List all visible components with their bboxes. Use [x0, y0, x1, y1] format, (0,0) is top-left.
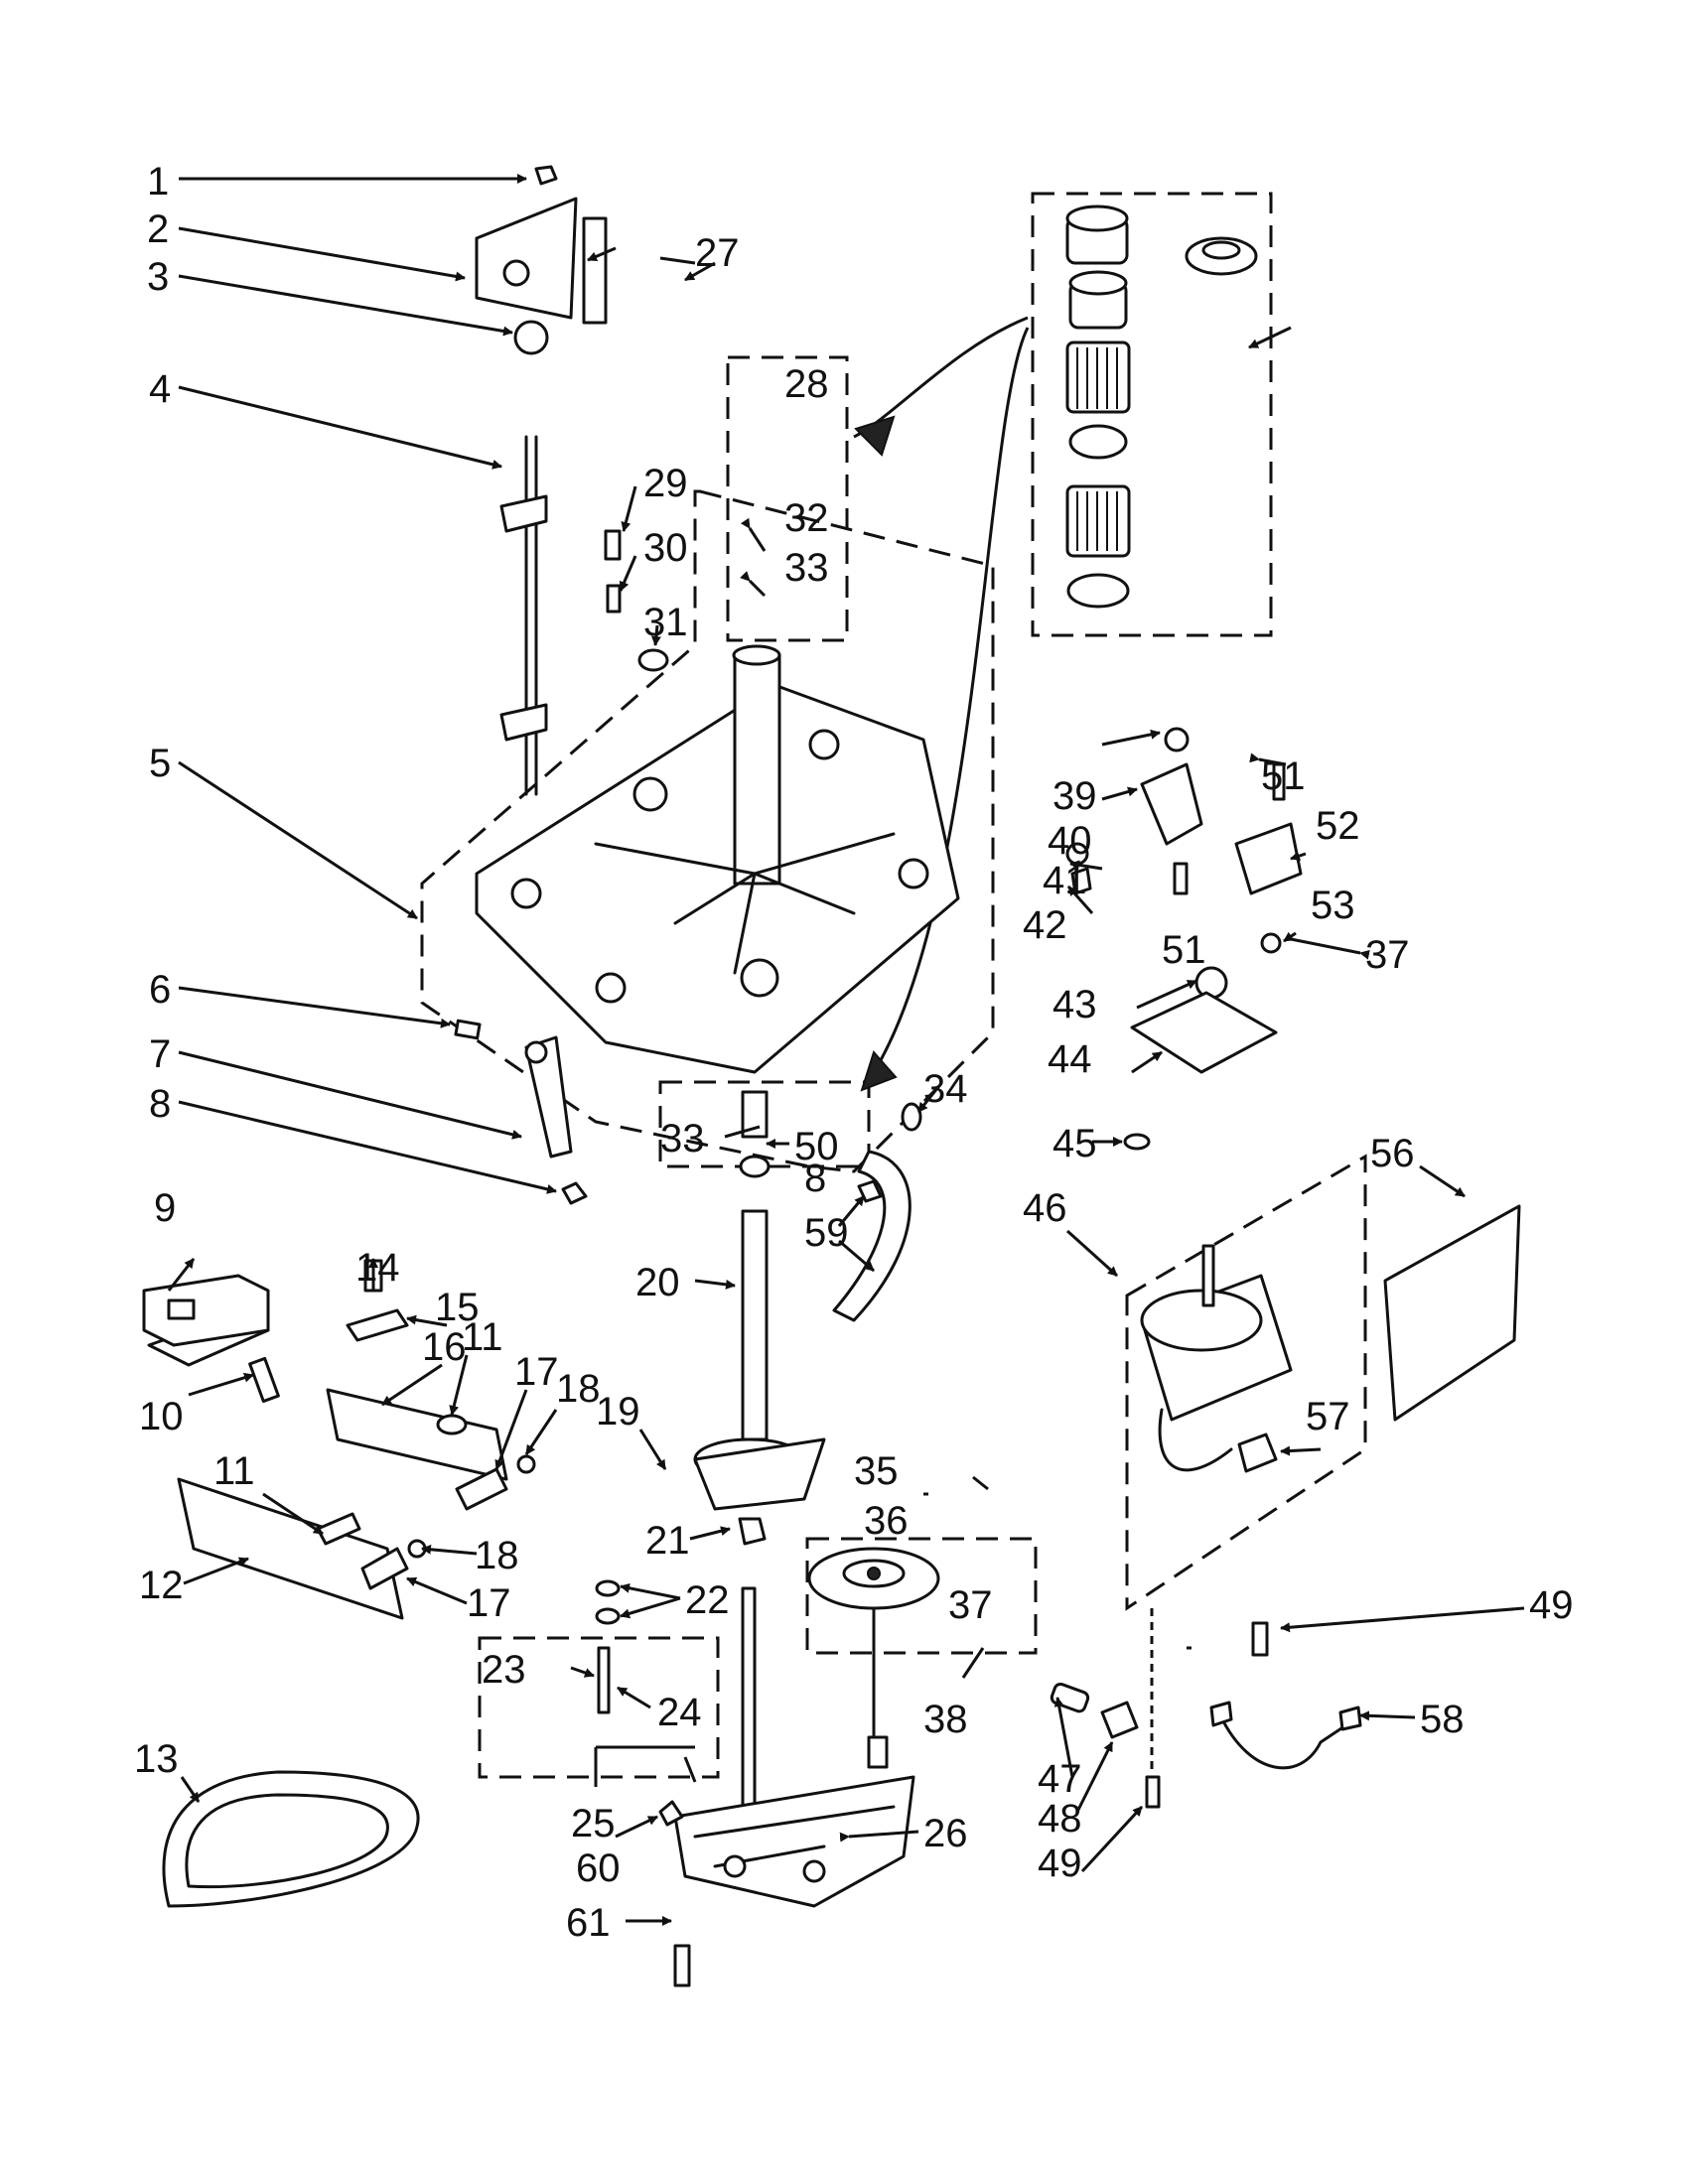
- callout-45: 45: [1052, 1122, 1097, 1165]
- callout-44: 44: [1048, 1037, 1092, 1081]
- bracket-parts: [454, 1019, 883, 1205]
- callout-9: 9: [154, 1186, 176, 1230]
- callout-37-a: 37: [948, 1583, 993, 1627]
- kit-arrow-upper-head: [854, 415, 896, 457]
- callout-34: 34: [923, 1067, 968, 1111]
- callout-17-b: 17: [467, 1581, 511, 1625]
- callout-17-a: 17: [514, 1350, 559, 1394]
- callout-51-b: 51: [1162, 928, 1206, 972]
- callout-39: 39: [1052, 774, 1097, 818]
- callout-10: 10: [139, 1395, 184, 1438]
- callout-19: 19: [596, 1390, 640, 1433]
- callout-6: 6: [149, 968, 171, 1012]
- pulley-boundary: [805, 1537, 1038, 1655]
- callout-4: 4: [149, 367, 171, 411]
- callout-24: 24: [657, 1691, 702, 1734]
- callout-35: 35: [854, 1449, 899, 1493]
- base-assembly-boundary: [420, 489, 995, 1173]
- callout-28: 28: [784, 362, 829, 406]
- callout-55: 56: [1370, 1132, 1415, 1175]
- bearing-kit-boundary: [1031, 192, 1273, 637]
- callout-49-b: 49: [1038, 1842, 1082, 1885]
- callout-36: 36: [864, 1499, 909, 1543]
- kit-arrow-lower: [872, 327, 1030, 1073]
- capacitor-and-wire: [1050, 1682, 1362, 1809]
- callout-48: 48: [1038, 1797, 1082, 1841]
- callout-50: 50: [794, 1125, 839, 1168]
- callout-58: 59: [804, 1211, 849, 1255]
- callout-31: 31: [643, 601, 688, 644]
- callout-37-b: 37: [1365, 933, 1410, 977]
- callout-21: 21: [645, 1519, 690, 1563]
- callout-52: 52: [1316, 804, 1360, 848]
- callout-41: 41: [1043, 859, 1087, 902]
- callout-38: 38: [923, 1698, 968, 1741]
- callout-labels: 1 2 3 4 5 6 7 8 9 10 11 12 13 14 15 16 1…: [134, 160, 1574, 1945]
- spin-tube-bottom-boundary: [658, 1080, 871, 1168]
- callout-18-b: 18: [475, 1534, 519, 1577]
- spin-tube-top-boundary: [726, 355, 849, 642]
- shift-rod-kit-boundary: [478, 1636, 720, 1779]
- callout-7: 7: [149, 1032, 171, 1076]
- belt-inner: [185, 1793, 389, 1889]
- callout-13: 13: [134, 1737, 179, 1781]
- callout-18-a: 18: [556, 1367, 601, 1411]
- callout-15: 15: [435, 1286, 480, 1329]
- callout-40: 40: [1048, 819, 1092, 863]
- drive-shaft: [595, 1090, 826, 1809]
- belt: [162, 1770, 420, 1908]
- bearing-kit-parts: [1065, 205, 1258, 609]
- callout-49-a: 49: [1529, 1583, 1574, 1627]
- kit-arrow-upper: [853, 316, 1029, 439]
- callout-42: 42: [1023, 903, 1067, 947]
- callout-27: 27: [695, 231, 740, 275]
- callout-29: 29: [643, 462, 688, 505]
- callout-16: 16: [422, 1325, 467, 1369]
- callout-20: 20: [635, 1261, 680, 1304]
- callout-11-b: 11: [462, 1315, 503, 1359]
- clip-34: [901, 1102, 922, 1132]
- callout-1: 1: [147, 160, 169, 204]
- callout-14: 14: [355, 1246, 400, 1290]
- callout-8-b: 8: [804, 1157, 826, 1200]
- cover-plate: [1383, 1204, 1521, 1422]
- callout-26: 26: [923, 1812, 968, 1855]
- rod-assembly: [475, 165, 669, 796]
- callout-5: 5: [149, 742, 171, 785]
- callout-3: 3: [147, 255, 169, 299]
- callout-8: 8: [149, 1082, 171, 1126]
- callout-22: 22: [685, 1578, 730, 1622]
- callout-33-b: 33: [660, 1117, 705, 1160]
- callout-12: 12: [139, 1564, 184, 1607]
- callout-11-a: 11: [213, 1449, 255, 1493]
- base-plate: [475, 644, 960, 1074]
- callout-43: 43: [1052, 983, 1097, 1026]
- callout-25: 25: [571, 1802, 616, 1845]
- callout-23: 23: [482, 1648, 526, 1692]
- callout-53: 53: [1311, 884, 1355, 927]
- callout-2: 2: [147, 207, 169, 251]
- callout-60: 61: [566, 1901, 611, 1945]
- callout-51-a: 51: [1261, 754, 1306, 798]
- pulley: [807, 1547, 940, 1769]
- callout-46: 46: [1023, 1186, 1067, 1230]
- kit-arrow-lower-head: [860, 1050, 898, 1092]
- motor-boundary: [1125, 1154, 1367, 1611]
- motor: [1140, 1244, 1293, 1657]
- callout-30: 30: [643, 526, 688, 570]
- callout-56: 57: [1306, 1395, 1350, 1438]
- hose: [832, 1150, 912, 1322]
- callout-33-a: 33: [784, 546, 829, 590]
- callout-59: 60: [576, 1846, 621, 1890]
- housing-9: [142, 1274, 270, 1347]
- gearcase: [658, 1775, 915, 1987]
- motor-mount: [1065, 727, 1303, 1151]
- callout-32: 32: [784, 496, 829, 540]
- callout-47: 47: [1038, 1757, 1082, 1801]
- leader-lines: [167, 174, 1525, 1926]
- callout-57: 58: [1420, 1698, 1465, 1741]
